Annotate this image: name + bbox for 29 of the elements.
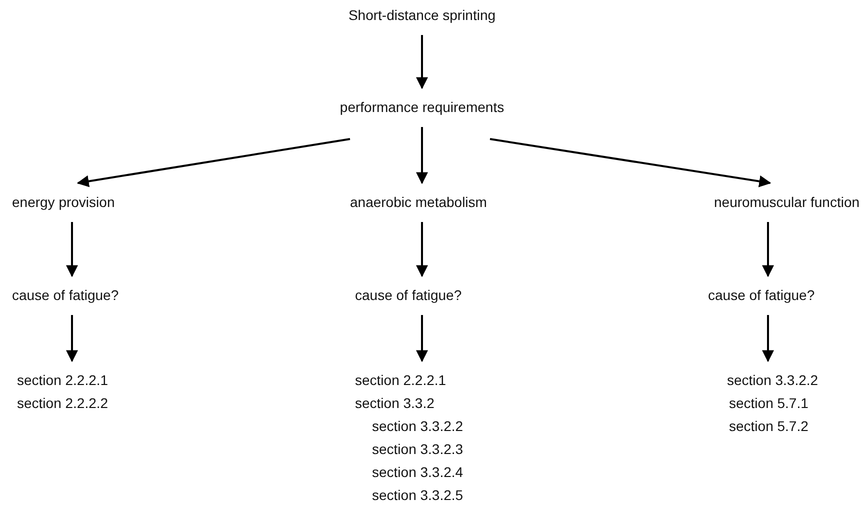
arrow <box>76 138 350 188</box>
node-label: section 3.3.2.4 <box>371 463 464 482</box>
arrow <box>66 222 78 278</box>
node-label: section 3.3.2.5 <box>371 486 464 505</box>
arrow <box>416 127 428 184</box>
node-label: section 3.3.2 <box>355 394 436 413</box>
node-label: section 2.2.2.2 <box>17 394 108 413</box>
node-label: section 5.7.2 <box>728 417 810 436</box>
arrow <box>762 315 774 362</box>
node-label: cause of fatigue? <box>355 286 462 305</box>
node-label: section 3.3.2.2 <box>371 417 464 436</box>
node-label: section 3.3.2.3 <box>371 440 464 459</box>
node-label: performance requirements <box>340 98 504 117</box>
node-label: section 5.7.1 <box>728 394 810 413</box>
node-label: anaerobic metabolism <box>350 193 487 212</box>
arrow <box>416 35 428 90</box>
arrow <box>416 222 428 278</box>
arrow <box>416 315 428 362</box>
arrow <box>762 222 774 278</box>
node-label: energy provision <box>12 193 115 212</box>
node-label: Short-distance sprinting <box>348 6 496 25</box>
node-label: neuromuscular function <box>714 193 860 212</box>
arrow <box>66 315 78 362</box>
node-label: cause of fatigue? <box>12 286 119 305</box>
node-label: section 2.2.2.1 <box>355 371 448 390</box>
node-label: cause of fatigue? <box>708 286 815 305</box>
node-label: section 3.3.2.2 <box>727 371 818 390</box>
arrow <box>490 138 772 188</box>
node-label: section 2.2.2.1 <box>17 371 108 390</box>
